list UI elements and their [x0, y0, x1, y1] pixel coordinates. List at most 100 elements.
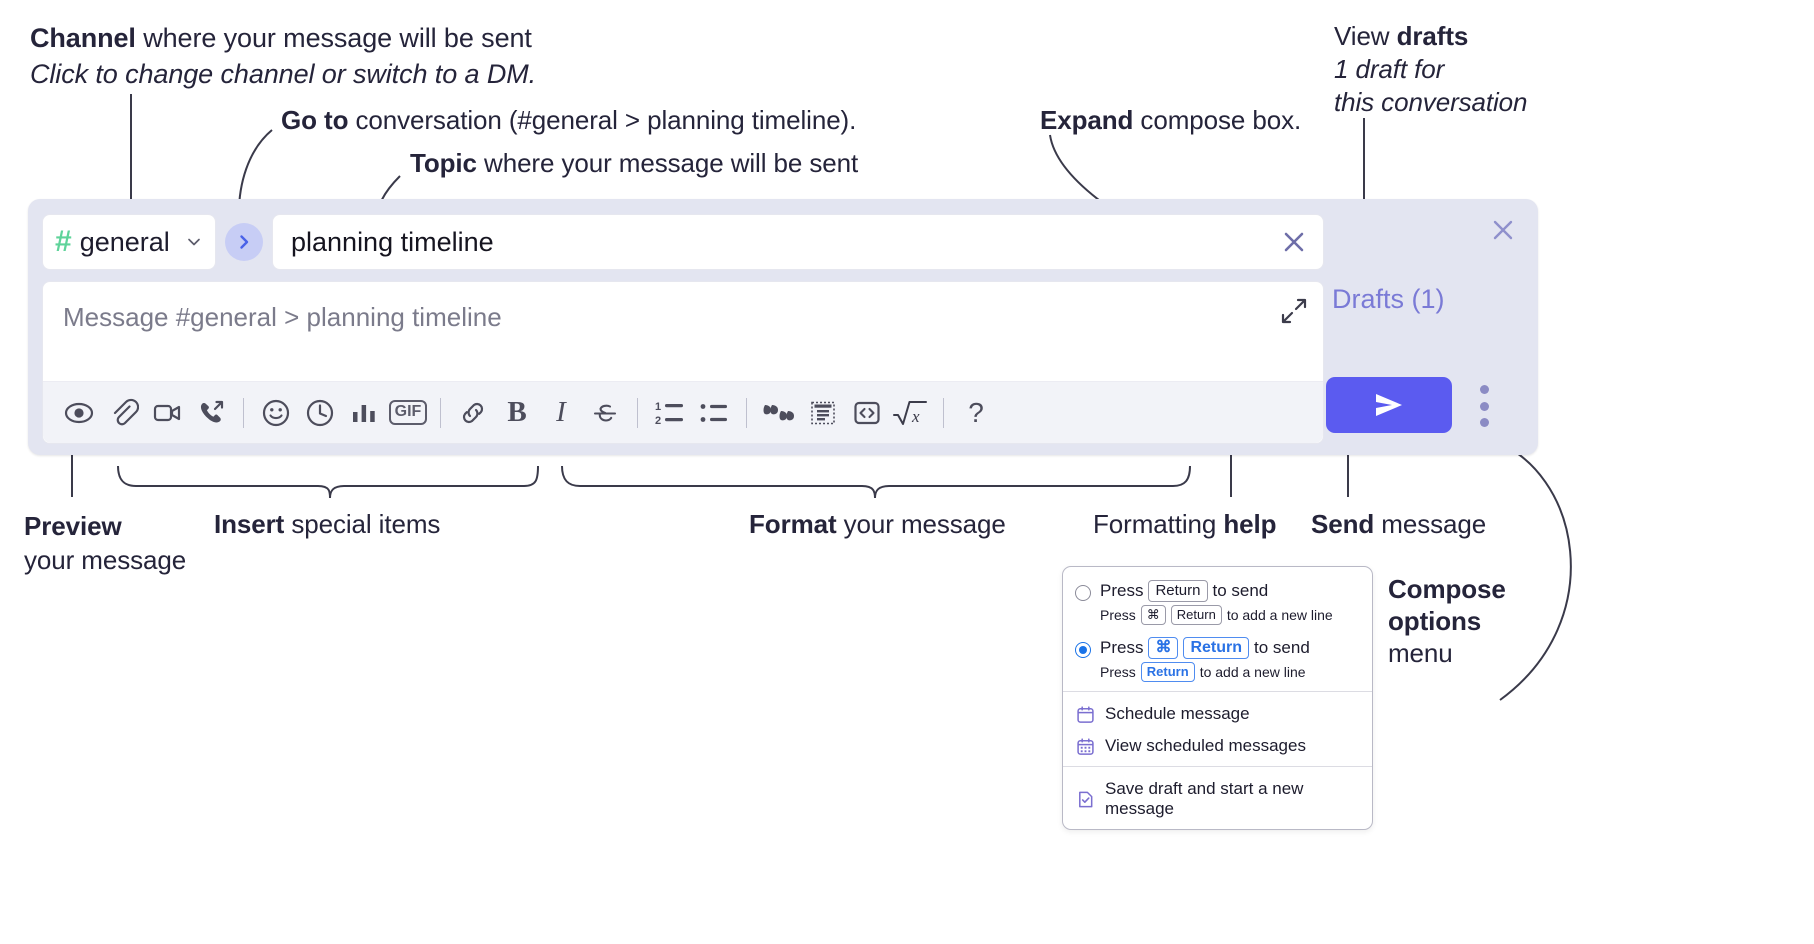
clear-topic-icon[interactable] — [1279, 227, 1309, 257]
key-return: Return — [1140, 662, 1195, 682]
svg-text:1: 1 — [655, 401, 661, 413]
annotation-channel-italic: Click to change channel or switch to a D… — [30, 59, 537, 89]
code-snippet-icon[interactable] — [845, 391, 889, 435]
toolbar-separator — [637, 397, 638, 428]
goto-conversation-button[interactable] — [225, 223, 263, 261]
attachment-icon[interactable] — [101, 391, 145, 435]
annotation-expand-rest: compose box. — [1133, 105, 1302, 135]
message-input-area[interactable]: Message #general > planning timeline — [42, 281, 1324, 444]
compose-right-pane: Drafts (1) — [1324, 199, 1538, 455]
annotation-goto-bold: Go to — [281, 105, 349, 135]
menu-divider — [1063, 691, 1372, 692]
annotation-send: Send message — [1311, 509, 1486, 540]
chevron-right-icon — [240, 235, 249, 249]
annotation-insert-bold: Insert — [214, 509, 285, 539]
chevron-down-icon — [185, 233, 203, 251]
opt2-sub-press: Press — [1100, 664, 1136, 680]
bold-icon[interactable]: B — [495, 391, 539, 435]
annotation-format-rest: your message — [836, 509, 1006, 539]
send-option-return-label: Press Return to send — [1100, 580, 1268, 602]
opt1-sub-press: Press — [1100, 607, 1136, 623]
annotation-topic-rest: where your message will be sent — [476, 148, 859, 178]
poll-icon[interactable] — [342, 391, 386, 435]
video-icon[interactable] — [145, 391, 189, 435]
send-paper-plane-icon — [1376, 394, 1402, 416]
annotation-format-bold: Format — [749, 509, 837, 539]
topic-input[interactable]: planning timeline — [272, 214, 1324, 270]
help-icon[interactable]: ? — [954, 391, 998, 435]
menu-divider — [1063, 766, 1372, 767]
annotation-preview-rest: your message — [24, 545, 187, 575]
menu-item-label: Schedule message — [1105, 704, 1250, 723]
gif-label: GIF — [388, 400, 428, 425]
toolbar-separator — [746, 397, 747, 428]
key-command: ⌘ — [1140, 605, 1166, 625]
annotation-compose-rest: menu — [1388, 638, 1453, 668]
gif-icon[interactable]: GIF — [386, 391, 430, 435]
opt1-sub-tail: to add a new line — [1226, 607, 1333, 623]
compose-main-column: # general planning timeline M — [42, 212, 1324, 444]
annotation-drafts: View drafts 1 draft for this conversatio… — [1334, 20, 1528, 119]
compose-widget: # general planning timeline M — [28, 199, 1538, 455]
menu-item-label: Save draft and start a new message — [1105, 779, 1304, 818]
toolbar-separator — [440, 397, 441, 428]
compose-options-menu: Press Return to send Press ⌘ Return to a… — [1062, 566, 1373, 830]
preview-icon[interactable] — [57, 391, 101, 435]
annotation-insert-rest: special items — [284, 509, 441, 539]
send-option-cmd-return-label: Press ⌘ Return to send — [1100, 637, 1310, 659]
radio-button-selected[interactable] — [1075, 642, 1091, 658]
call-forward-icon[interactable] — [189, 391, 233, 435]
blockquote-icon[interactable] — [757, 391, 801, 435]
send-button[interactable] — [1326, 377, 1452, 433]
opt2-sub-tail: to add a new line — [1199, 664, 1306, 680]
annotation-fhelp-bold: help — [1223, 509, 1277, 539]
kebab-dot — [1479, 401, 1489, 411]
annotation-expand-bold: Expand — [1040, 105, 1134, 135]
key-return: Return — [1170, 605, 1222, 625]
drafts-link[interactable]: Drafts (1) — [1332, 284, 1445, 314]
annotation-goto: Go to conversation (#general > planning … — [281, 105, 856, 136]
annotation-format: Format your message — [749, 509, 1006, 540]
formatting-toolbar: GIF B I — [43, 381, 1323, 443]
close-icon[interactable] — [1487, 214, 1519, 246]
send-option-return[interactable]: Press Return to send — [1063, 577, 1372, 602]
annotation-drafts-bold: drafts — [1396, 21, 1469, 51]
bullet-list-icon[interactable] — [692, 391, 736, 435]
send-option-cmd-return[interactable]: Press ⌘ Return to send — [1063, 634, 1372, 659]
annotation-insert: Insert special items — [214, 509, 440, 540]
clock-icon[interactable] — [298, 391, 342, 435]
annotation-topic-bold: Topic — [410, 148, 477, 178]
math-icon[interactable]: x — [889, 391, 933, 435]
channel-selector[interactable]: # general — [42, 214, 216, 270]
opt2-word-tosend: to send — [1254, 638, 1310, 657]
strikethrough-icon[interactable] — [583, 391, 627, 435]
annotation-channel: Channel where your message will be sent … — [30, 20, 536, 92]
menu-item-save-draft[interactable]: Save draft and start a new message — [1063, 773, 1372, 829]
toolbar-separator — [943, 397, 944, 428]
opt1-word-tosend: to send — [1212, 581, 1269, 600]
annotation-drafts-italic1: 1 draft for — [1334, 54, 1445, 84]
hash-icon: # — [55, 225, 72, 258]
expand-compose-icon[interactable] — [1279, 296, 1309, 326]
compose-options-button[interactable] — [1472, 385, 1496, 427]
annotation-goto-rest: conversation (#general > planning timeli… — [348, 105, 857, 135]
italic-icon[interactable]: I — [539, 391, 583, 435]
annotation-fhelp-plain: Formatting — [1093, 509, 1224, 539]
menu-item-view-scheduled[interactable]: View scheduled messages — [1063, 730, 1372, 762]
radio-button[interactable] — [1075, 585, 1091, 601]
kebab-dot — [1479, 385, 1489, 394]
document-check-icon — [1075, 789, 1095, 809]
bold-label: B — [507, 396, 527, 428]
compose-header-row: # general planning timeline — [42, 212, 1324, 272]
topic-value: planning timeline — [291, 226, 494, 257]
code-block-icon[interactable] — [801, 391, 845, 435]
menu-item-label: View scheduled messages — [1105, 736, 1306, 755]
emoji-icon[interactable] — [254, 391, 298, 435]
italic-label: I — [556, 396, 566, 428]
annotation-send-rest: message — [1374, 509, 1487, 539]
annotation-drafts-plain: View — [1334, 21, 1397, 51]
link-icon[interactable] — [451, 391, 495, 435]
menu-item-schedule-message[interactable]: Schedule message — [1063, 698, 1372, 730]
